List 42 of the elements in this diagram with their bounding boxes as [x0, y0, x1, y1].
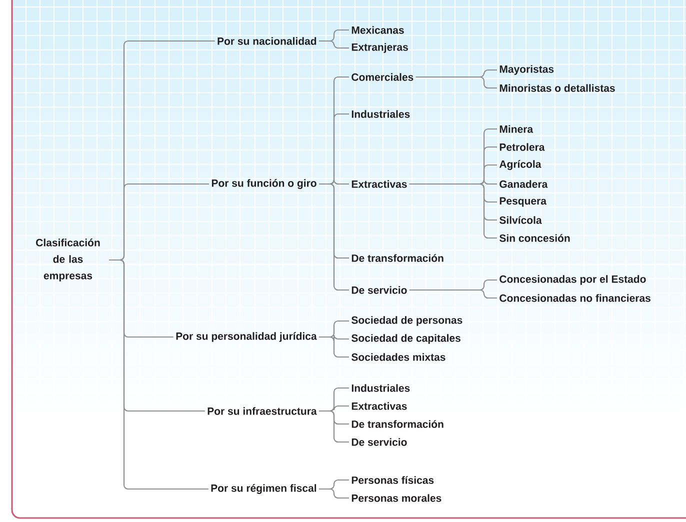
item-label: Industriales	[352, 110, 410, 118]
category-label: Por su régimen fiscal	[211, 484, 316, 494]
bracket-connector	[319, 488, 349, 499]
item-label: Mexicanas	[352, 26, 404, 34]
item-label: Mayoristas	[500, 65, 554, 75]
item-label: De transformación	[352, 254, 444, 262]
item-label: Sociedades mixtas	[352, 353, 446, 361]
item-label: Extractivas	[352, 402, 407, 410]
item-label: De transformación	[352, 420, 444, 428]
item-label: Concesionadas no financieras	[500, 294, 650, 302]
item-label: Extractivas	[352, 180, 407, 188]
item-label: Sociedad de capitales	[352, 334, 460, 344]
item-label: Minera	[500, 125, 534, 133]
bracket-connector	[319, 410, 349, 443]
category-label: Por su función o giro	[212, 179, 316, 189]
bracket-connector	[409, 289, 497, 299]
category-label: Por su nacionalidad	[218, 37, 316, 45]
item-label: Sociedad de personas	[352, 316, 462, 326]
category-label: Por su personalidad jurídica	[176, 332, 317, 342]
item-label: Pesquera	[500, 197, 547, 207]
item-label: Concesionadas por el Estado	[500, 275, 646, 285]
item-label: De servicio	[352, 438, 407, 446]
item-label: De servicio	[352, 286, 407, 294]
bracket-connector	[319, 183, 349, 291]
item-label: Personas físicas	[352, 476, 434, 484]
item-label: Ganadera	[500, 180, 548, 188]
item-label: Silvícola	[500, 216, 542, 224]
item-label: Petrolera	[500, 143, 545, 151]
item-label: Comerciales	[352, 73, 414, 81]
bracket-connector	[319, 336, 349, 358]
item-label: Extranjeras	[352, 43, 408, 53]
bracket-connector	[416, 76, 497, 89]
bracket-connector	[319, 40, 349, 49]
item-label: Personas morales	[352, 494, 442, 502]
item-label: Minoristas o detallistas	[500, 84, 615, 92]
bracket-connector	[409, 183, 497, 239]
item-label: Sin concesión	[500, 234, 570, 242]
item-label: Agrícola	[499, 160, 542, 170]
item-label: Industriales	[352, 384, 410, 392]
bracket-connector	[109, 259, 208, 490]
category-label: Por su infraestructura	[208, 407, 317, 415]
root-label: Clasificación de las empresas	[36, 238, 100, 282]
